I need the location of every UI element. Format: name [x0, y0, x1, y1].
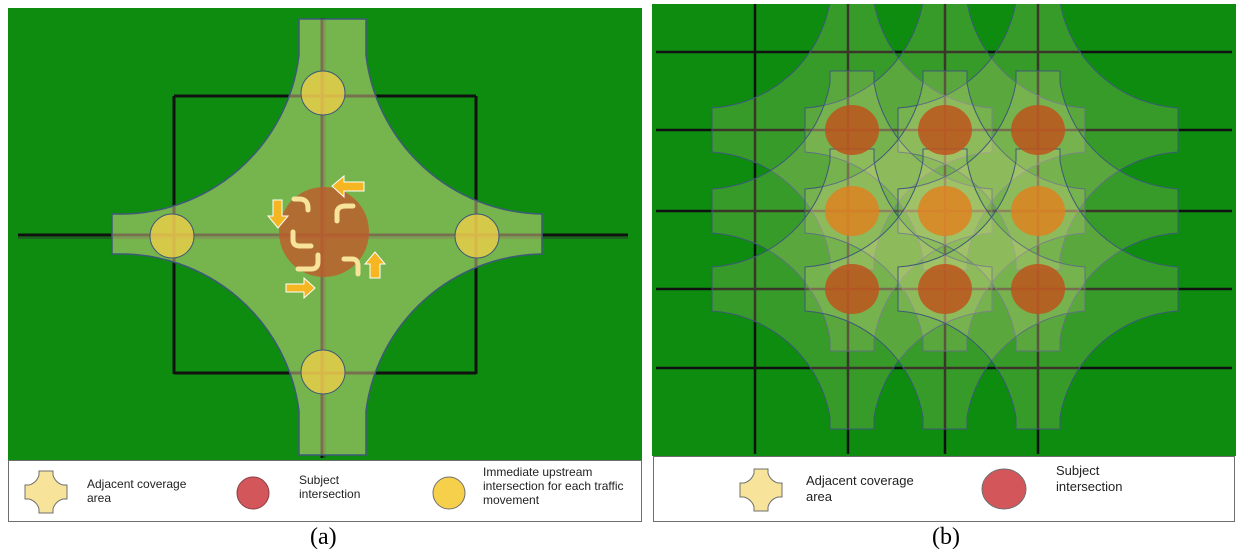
- panel-b-map: [652, 4, 1236, 456]
- coverage-area-icon: [24, 470, 68, 514]
- subject-intersection: [825, 264, 879, 314]
- subject-intersection: [825, 186, 879, 236]
- legend-label-upstream: Immediate upstream intersection for each…: [483, 465, 624, 507]
- legend-label-coverage: Adjacent coverage area: [87, 477, 187, 505]
- movement-arrow-icon: [331, 174, 365, 199]
- turn-arrow-icon: [341, 256, 361, 277]
- subject-intersection: [918, 264, 972, 314]
- subject-intersections: [825, 105, 1065, 314]
- legend-label-subject: Subject intersection: [1056, 463, 1123, 494]
- upstream-intersection-south: [300, 349, 346, 395]
- turn-arrow-icon: [291, 196, 311, 213]
- movement-arrows: [266, 174, 387, 300]
- upstream-intersection-icon: [432, 476, 466, 510]
- subject-intersection-icon: [981, 468, 1027, 510]
- turning-arrows: [290, 196, 361, 277]
- panel-b: Adjacent coverage area Subject intersect…: [652, 4, 1236, 522]
- subject-intersection: [1011, 186, 1065, 236]
- subject-intersection: [918, 105, 972, 155]
- upstream-intersection-east: [454, 213, 500, 259]
- coverage-area-icon: [739, 468, 783, 512]
- upstream-intersection-north: [300, 70, 346, 116]
- caption-b: (b): [932, 524, 960, 550]
- turn-arrow-icon: [295, 252, 321, 272]
- subject-intersection: [279, 187, 369, 277]
- legend-a: Adjacent coverage area Subject intersect…: [8, 460, 642, 522]
- panel-a: Adjacent coverage area Subject intersect…: [8, 8, 642, 522]
- caption-a: (a): [310, 524, 337, 550]
- movement-arrow-icon: [363, 251, 387, 279]
- movement-arrow-icon: [266, 199, 290, 229]
- turn-arrow-icon: [290, 229, 314, 249]
- subject-intersection: [825, 105, 879, 155]
- subject-intersection: [918, 186, 972, 236]
- turn-arrow-icon: [334, 203, 356, 224]
- movement-arrow-icon: [285, 276, 316, 300]
- legend-label-coverage: Adjacent coverage area: [806, 473, 914, 504]
- subject-intersection: [1011, 264, 1065, 314]
- subject-intersection-icon: [236, 476, 270, 510]
- upstream-intersections: [149, 70, 500, 395]
- subject-intersection: [1011, 105, 1065, 155]
- panel-a-map: [8, 8, 642, 460]
- legend-label-subject: Subject intersection: [299, 473, 361, 501]
- upstream-intersection-west: [149, 213, 195, 259]
- legend-b: Adjacent coverage area Subject intersect…: [653, 456, 1235, 522]
